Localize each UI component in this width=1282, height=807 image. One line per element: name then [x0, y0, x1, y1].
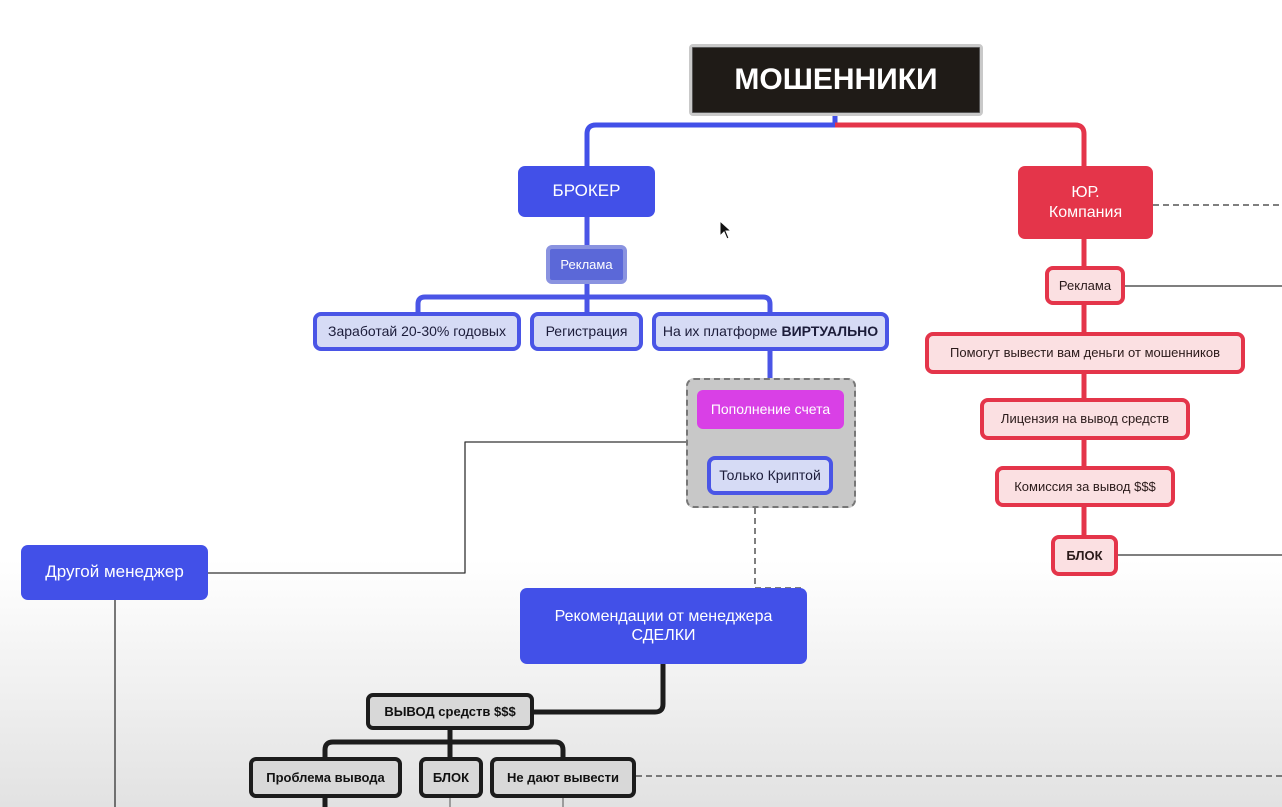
earn-label: Заработай 20-30% годовых: [328, 323, 506, 340]
broker-node[interactable]: БРОКЕР: [518, 166, 655, 217]
deposit-label: Пополнение счета: [710, 401, 831, 418]
company-block-node[interactable]: БЛОК: [1051, 535, 1118, 576]
license-label: Лицензия на вывод средств: [1000, 411, 1170, 427]
diagram-title[interactable]: МОШЕННИКИ: [689, 44, 983, 116]
company-label-line1: ЮР.: [1071, 184, 1100, 202]
broker-block-node[interactable]: БЛОК: [419, 757, 483, 798]
recommendations-line2: СДЕЛКИ: [631, 627, 696, 644]
virtual-platform-node[interactable]: На их платформе ВИРТУАЛЬНО: [652, 312, 889, 351]
another-manager-node[interactable]: Другой менеджер: [21, 545, 208, 600]
withdrawal-problem-label: Проблема вывода: [266, 769, 385, 785]
mouse-cursor-icon: [719, 220, 733, 240]
withdrawal-node[interactable]: ВЫВОД средств $$$: [366, 693, 534, 730]
withdrawal-problem-node[interactable]: Проблема вывода: [249, 757, 402, 798]
deposit-node[interactable]: Пополнение счета: [697, 390, 844, 429]
license-node[interactable]: Лицензия на вывод средств: [980, 398, 1190, 440]
company-block-label: БЛОК: [1066, 547, 1103, 563]
help-node[interactable]: Помогут вывести вам деньги от мошенников: [925, 332, 1245, 374]
company-ad-label: Реклама: [1058, 277, 1112, 293]
company-label-line2: Компания: [1048, 203, 1123, 221]
not-allowed-label: Не дают вывести: [506, 769, 620, 785]
recommendations-node[interactable]: Рекомендации от менеджера СДЕЛКИ: [520, 588, 807, 664]
another-manager-label: Другой менеджер: [45, 562, 184, 582]
not-allowed-node[interactable]: Не дают вывести: [490, 757, 636, 798]
registration-label: Регистрация: [545, 323, 628, 340]
broker-block-label: БЛОК: [432, 769, 470, 785]
broker-ad-label: Реклама: [560, 256, 613, 272]
withdrawal-label: ВЫВОД средств $$$: [384, 703, 516, 719]
commission-node[interactable]: Комиссия за вывод $$$: [995, 466, 1175, 507]
broker-ad-node[interactable]: Реклама: [546, 245, 627, 284]
earn-node[interactable]: Заработай 20-30% годовых: [313, 312, 521, 351]
commission-label: Комиссия за вывод $$$: [1014, 478, 1156, 494]
help-label: Помогут вывести вам деньги от мошенников: [950, 345, 1220, 361]
crypto-only-label: Только Криптой: [719, 467, 821, 484]
registration-node[interactable]: Регистрация: [530, 312, 643, 351]
crypto-only-node[interactable]: Только Криптой: [707, 456, 833, 495]
virtual-platform-emphasis: ВИРТУАЛЬНО: [781, 323, 879, 340]
recommendations-line1: Рекомендации от менеджера: [554, 607, 773, 625]
company-ad-node[interactable]: Реклама: [1045, 266, 1125, 305]
diagram-title-text: МОШЕННИКИ: [734, 63, 938, 96]
company-node[interactable]: ЮР. Компания: [1018, 166, 1153, 239]
broker-label: БРОКЕР: [552, 181, 621, 201]
virtual-platform-prefix: На их платформе: [662, 323, 778, 340]
